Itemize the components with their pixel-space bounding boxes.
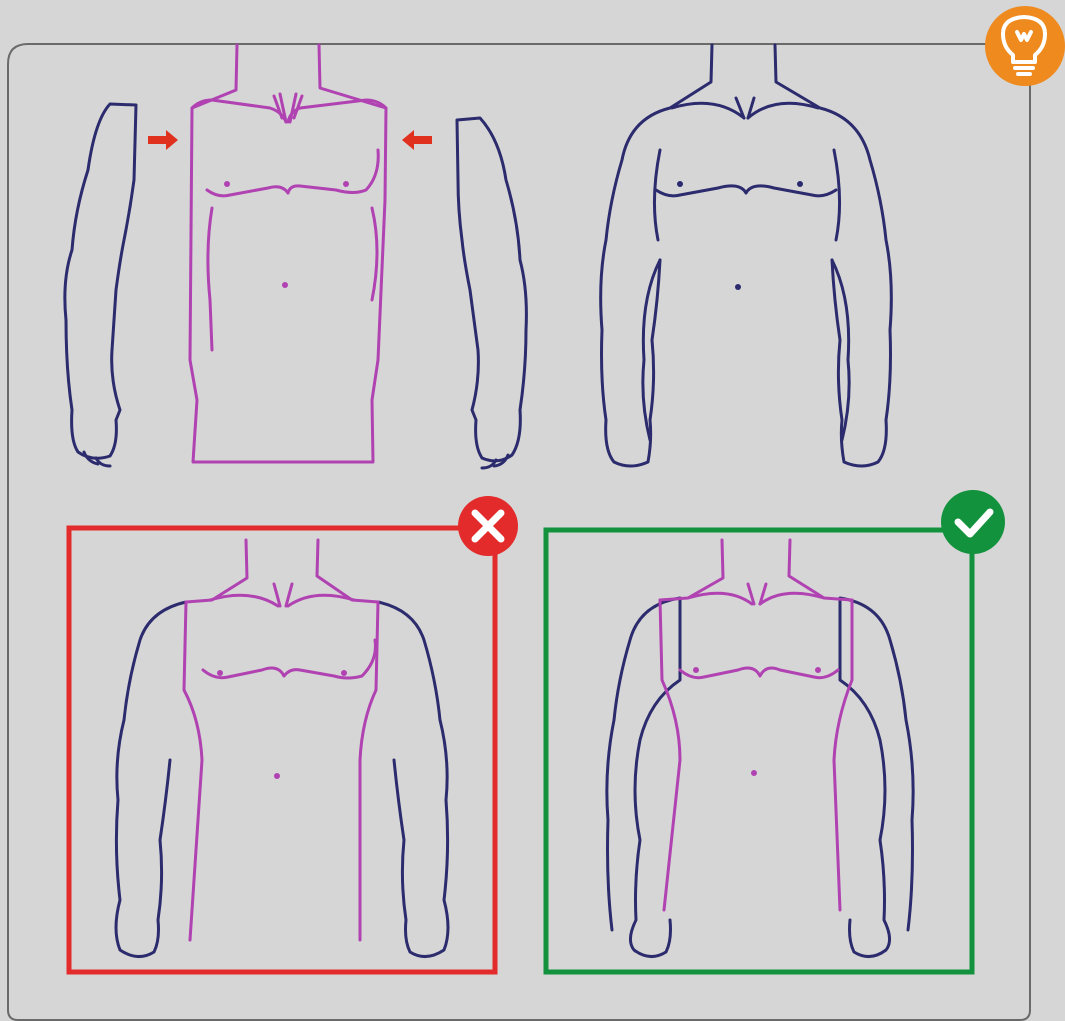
detached-arm-left [65, 104, 136, 466]
panel-correct [546, 490, 1005, 972]
torso-outline-right [660, 540, 852, 910]
wrong-badge [458, 496, 518, 556]
torso-outline-wrong [184, 540, 378, 940]
push-arrow-right [402, 130, 432, 150]
panel-construction [65, 45, 527, 468]
panel-incorrect [69, 496, 518, 972]
panel-finished-figure [601, 45, 892, 466]
tip-badge [985, 6, 1065, 86]
torso-box [190, 45, 386, 462]
detached-arm-right [457, 118, 526, 468]
arms-outside-torso [607, 598, 913, 957]
push-arrow-left [148, 130, 178, 150]
right-badge [941, 490, 1005, 554]
wrong-frame [69, 528, 495, 972]
arms-overlapping-torso [116, 602, 448, 957]
